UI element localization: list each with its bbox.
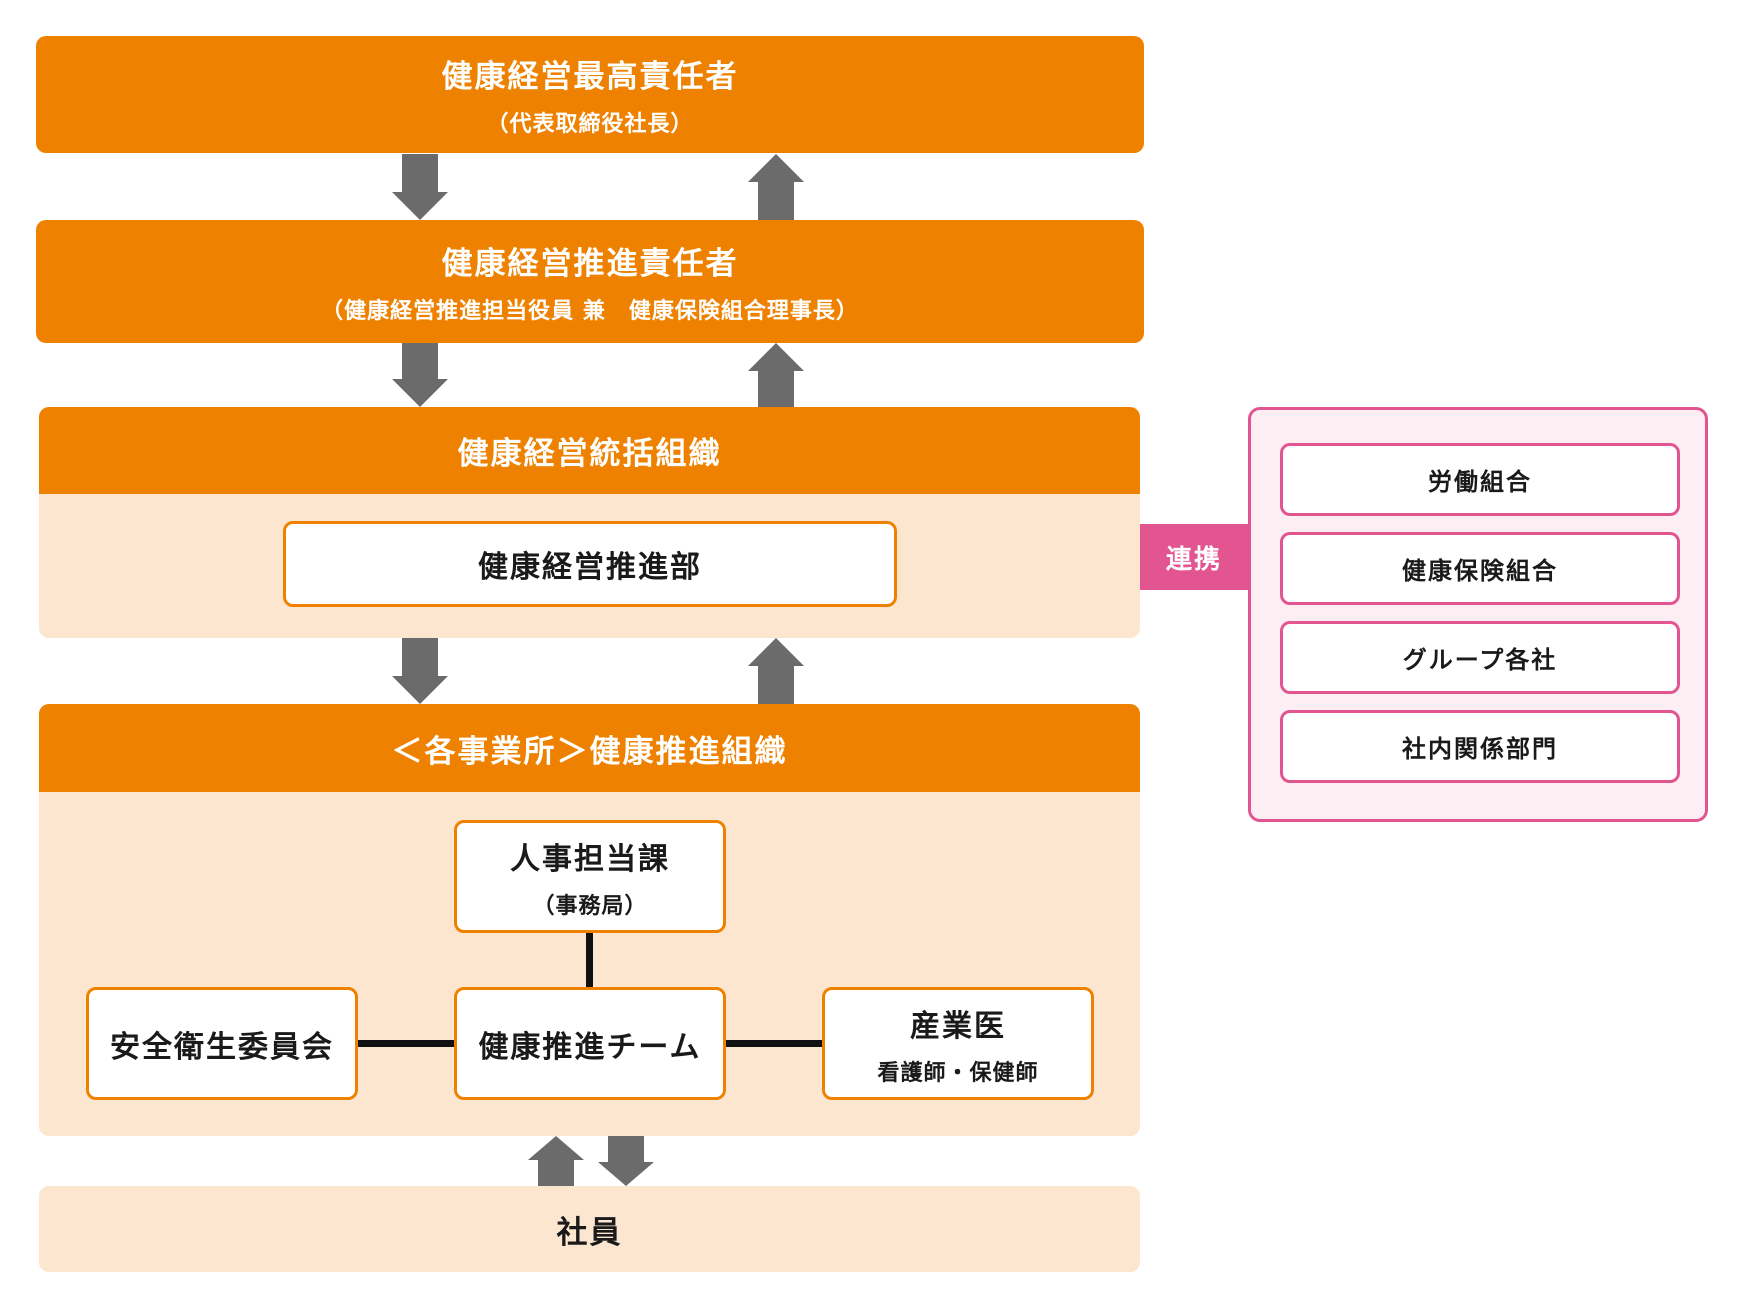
collab-item-label: 社内関係部門 — [1402, 735, 1558, 763]
medical-staff-box: 産業医 看護師・保健師 — [822, 987, 1094, 1100]
safety-committee-box: 安全衛生委員会 — [86, 987, 358, 1100]
health-management-org-header: 健康経営統括組織 — [39, 407, 1140, 494]
hr-section-subtitle: （事務局） — [532, 893, 648, 919]
collaboration-label: 連携 — [1165, 544, 1222, 575]
collab-item-group-companies: グループ各社 — [1280, 621, 1680, 694]
collab-item-labor-union: 労働組合 — [1280, 443, 1680, 516]
site-health-org-block: ＜各事業所＞健康推進組織 人事担当課 （事務局） 安全衛生委員会 健康推進チーム… — [39, 704, 1140, 1136]
health-promotion-officer-subtitle: （健康経営推進担当役員 兼 健康保険組合理事長） — [321, 299, 859, 324]
arrow-down-1 — [392, 154, 448, 220]
safety-committee-label: 安全衛生委員会 — [110, 1029, 334, 1065]
site-health-org-header: ＜各事業所＞健康推進組織 — [39, 704, 1140, 792]
collab-item-health-insurance: 健康保険組合 — [1280, 532, 1680, 605]
site-health-org-title: ＜各事業所＞健康推進組織 — [391, 733, 788, 770]
medical-staff-subtitle: 看護師・保健師 — [877, 1060, 1039, 1086]
connector-hr-team — [586, 933, 593, 987]
health-promotion-officer-block: 健康経営推進責任者 （健康経営推進担当役員 兼 健康保険組合理事長） — [36, 220, 1144, 343]
health-team-box: 健康推進チーム — [454, 987, 726, 1100]
employees-block: 社員 — [39, 1186, 1140, 1272]
collaboration-panel: 労働組合 健康保険組合 グループ各社 社内関係部門 — [1248, 407, 1708, 822]
arrow-up-4 — [528, 1136, 584, 1186]
connector-committee-team — [358, 1040, 454, 1047]
health-management-org-title: 健康経営統括組織 — [457, 436, 722, 472]
employees-label: 社員 — [556, 1214, 623, 1251]
health-team-label: 健康推進チーム — [478, 1029, 702, 1065]
health-management-org-block: 健康経営統括組織 健康経営推進部 — [39, 407, 1140, 638]
collab-item-label: グループ各社 — [1402, 646, 1558, 674]
arrow-down-3 — [392, 638, 448, 704]
hr-section-title: 人事担当課 — [510, 841, 670, 877]
collab-item-label: 健康保険組合 — [1402, 557, 1558, 585]
arrow-down-2 — [392, 343, 448, 407]
chief-health-officer-block: 健康経営最高責任者 （代表取締役社長） — [36, 36, 1144, 153]
connector-team-medical — [726, 1040, 822, 1047]
chief-health-officer-subtitle: （代表取締役社長） — [486, 112, 694, 137]
health-management-dept-label: 健康経営推進部 — [478, 550, 702, 585]
arrow-down-4 — [598, 1136, 654, 1186]
hr-section-box: 人事担当課 （事務局） — [454, 820, 726, 933]
collab-item-internal-departments: 社内関係部門 — [1280, 710, 1680, 783]
health-management-dept-box: 健康経営推進部 — [283, 521, 897, 607]
arrow-up-1 — [748, 154, 804, 220]
collab-item-label: 労働組合 — [1428, 468, 1532, 496]
chief-health-officer-title: 健康経営最高責任者 — [441, 59, 739, 95]
health-promotion-officer-title: 健康経営推進責任者 — [441, 246, 739, 282]
medical-staff-title: 産業医 — [910, 1008, 1006, 1044]
collaboration-connector: 連携 — [1140, 524, 1248, 590]
arrow-up-3 — [748, 638, 804, 704]
arrow-up-2 — [748, 343, 804, 407]
